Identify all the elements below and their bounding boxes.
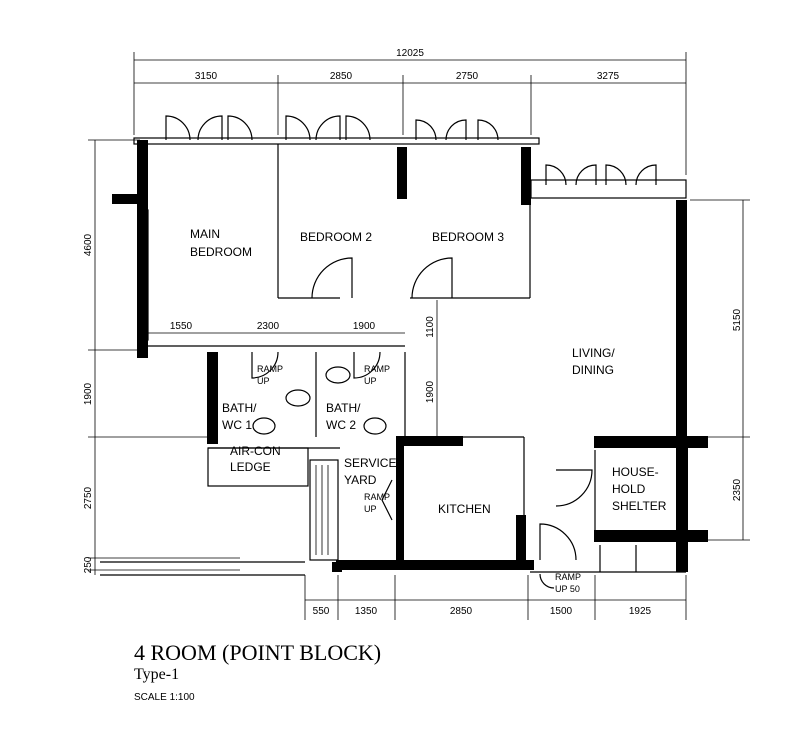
label-household-shelter-1: HOUSE- — [612, 465, 659, 479]
label-bath-2-b: WC 2 — [326, 418, 356, 432]
dim-top-3: 2750 — [456, 71, 479, 82]
label-kitchen: KITCHEN — [438, 502, 491, 516]
label-bedroom-2: BEDROOM 2 — [300, 230, 372, 244]
dim-inner-h-1: 1550 — [170, 321, 193, 332]
label-bedroom-3: BEDROOM 3 — [432, 230, 504, 244]
label-bath-1-a: BATH/ — [222, 401, 257, 415]
right-dimensions: 5150 2350 — [690, 199, 750, 541]
structural-walls — [112, 140, 708, 572]
label-ramp-bath1-a: RAMP — [257, 364, 283, 374]
room-labels: MAIN BEDROOM BEDROOM 2 BEDROOM 3 LIVING/… — [190, 227, 667, 516]
toilet-2 — [325, 366, 351, 384]
dim-left-1: 4600 — [83, 233, 94, 256]
label-bath-1-b: WC 1 — [222, 418, 252, 432]
top-dimensions: 12025 3150 2850 2750 3275 — [133, 48, 687, 175]
dim-inner-h-3: 1900 — [353, 321, 376, 332]
label-aircon-ledge-2: LEDGE — [230, 460, 271, 474]
windows — [165, 115, 657, 186]
label-household-shelter-2: HOLD — [612, 482, 646, 496]
label-ramp-entry-a: RAMP — [555, 572, 581, 582]
label-ramp-bath2-b: UP — [364, 376, 377, 386]
basin-2 — [363, 417, 387, 435]
label-ramp-bath1-b: UP — [257, 376, 270, 386]
dim-top-4: 3275 — [597, 71, 620, 82]
dim-right-1: 5150 — [732, 308, 743, 331]
toilet-1 — [285, 389, 311, 407]
dim-bottom-1: 550 — [313, 606, 330, 617]
inner-dimensions: 1550 2300 1900 1100 1900 — [148, 300, 438, 437]
dim-top-total: 12025 — [396, 48, 424, 59]
dim-left-3: 2750 — [83, 486, 94, 509]
left-dimensions: 4600 1900 2750 250 — [83, 139, 240, 575]
label-ramp-bath2-a: RAMP — [364, 364, 390, 374]
label-aircon-ledge-1: AIR-CON — [230, 444, 281, 458]
dim-bottom-2: 1350 — [355, 606, 378, 617]
bottom-dimensions: 550 1350 2850 1500 1925 — [304, 575, 687, 620]
label-main-bedroom-1: MAIN — [190, 227, 220, 241]
dim-left-4: 250 — [83, 556, 94, 573]
label-service-yard-1: SERVICE — [344, 456, 396, 470]
dim-top-1: 3150 — [195, 71, 218, 82]
fixtures — [252, 366, 387, 435]
dim-inner-v-1: 1100 — [425, 316, 436, 338]
dim-inner-h-2: 2300 — [257, 321, 280, 332]
label-bath-2-a: BATH/ — [326, 401, 361, 415]
plan-title: 4 ROOM (POINT BLOCK) — [134, 640, 382, 665]
label-ramp-yard-b: UP — [364, 504, 377, 514]
label-household-shelter-3: SHELTER — [612, 499, 667, 513]
doors — [251, 257, 593, 589]
dim-left-2: 1900 — [83, 382, 94, 405]
label-ramp-entry-b: UP 50 — [555, 584, 580, 594]
dim-inner-v-2: 1900 — [425, 380, 436, 403]
plan-scale: SCALE 1:100 — [134, 692, 195, 703]
label-main-bedroom-2: BEDROOM — [190, 245, 252, 259]
label-ramp-yard-a: RAMP — [364, 492, 390, 502]
dim-bottom-5: 1925 — [629, 606, 652, 617]
dim-top-2: 2850 — [330, 71, 353, 82]
label-living-dining-2: DINING — [572, 363, 614, 377]
dim-right-2: 2350 — [732, 478, 743, 501]
ramp-labels: RAMP UP RAMP UP RAMP UP RAMP UP 50 — [257, 364, 581, 594]
basin-1 — [252, 417, 276, 435]
dim-bottom-4: 1500 — [550, 606, 573, 617]
plan-type: Type-1 — [134, 666, 180, 683]
label-service-yard-2: YARD — [344, 473, 377, 487]
dim-bottom-3: 2850 — [450, 606, 473, 617]
label-living-dining-1: LIVING/ — [572, 346, 615, 360]
